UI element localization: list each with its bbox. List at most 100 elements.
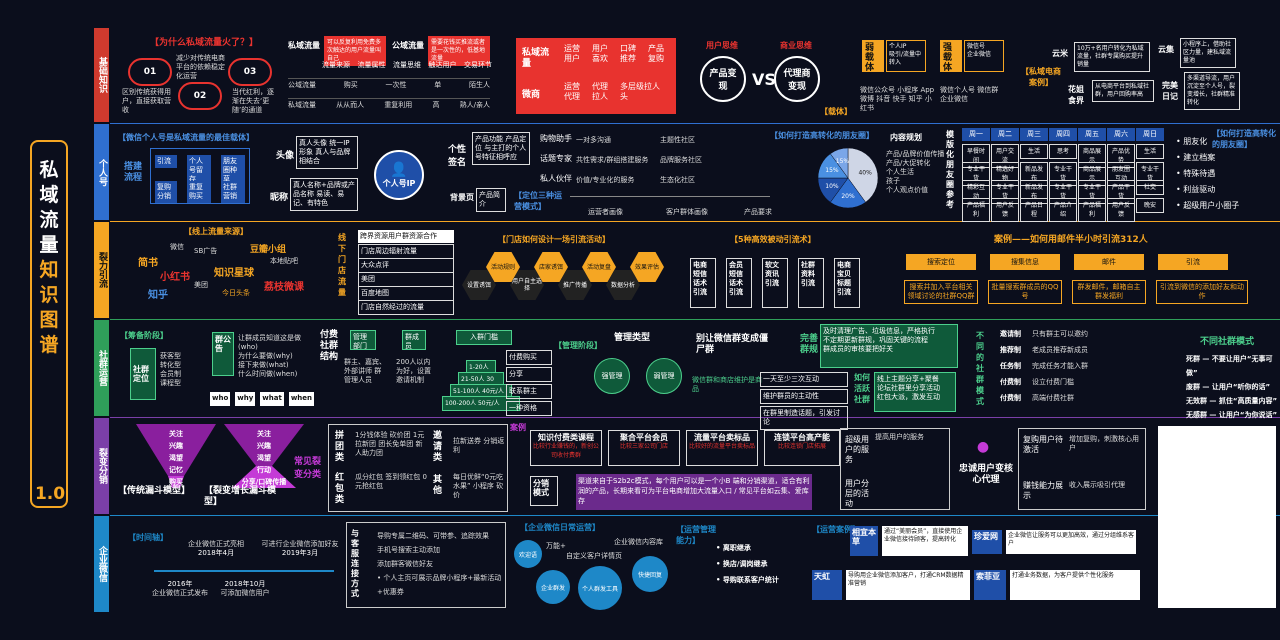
types-right-list: 死群 — 不要让用户“无事可做”废群 — 让用户“听你的话”无效群 — 抓住“高… xyxy=(1186,355,1278,419)
carrier-label: 【载体】 xyxy=(820,107,852,116)
loyal-label: 忠诚用户变核心代理 xyxy=(958,464,1013,485)
week-cell: 产品干货 xyxy=(1107,180,1135,204)
pie-slice xyxy=(847,147,879,203)
entry-label: 入群门槛 xyxy=(456,330,512,345)
funnel-traditional-labels: 关注兴趣渴望记忆购买 xyxy=(169,430,183,486)
avatar-label: 头像 xyxy=(276,151,295,161)
template-label: 模版化朋友圈参考 xyxy=(946,130,954,209)
mode-role: 产品要求 xyxy=(744,208,772,216)
hex-step: 推广传播 xyxy=(558,270,592,300)
mode-title: 【定位三种运营模式】 xyxy=(514,191,562,211)
s2-title: 【微信个人号是私域流量的最佳载体】 xyxy=(118,133,254,142)
cases-title: 【私域电商案例】 xyxy=(1021,67,1061,87)
hex-step: 数据分析 xyxy=(606,270,640,300)
manage-title: 【运营管理能力】 xyxy=(676,525,716,545)
compare-table: 流量来源流量属性流量思维触达用户交易环节 公域流量购买一次性单陌生人 私域流量从… xyxy=(288,61,492,109)
ways-title: 【5种高效被动引流术】 xyxy=(730,235,816,244)
week-header: 周一 xyxy=(962,128,990,141)
week-cell: 产品福利 xyxy=(1078,198,1106,222)
funnel-growth-label: 【裂变增长漏斗模型】 xyxy=(204,486,277,507)
mgmt-type: 管理类型 xyxy=(614,333,651,343)
case-desc: 批量搜索群成员的QQ号 xyxy=(988,280,1062,304)
daily-circle: 企业群发 xyxy=(536,570,570,604)
pie-label: 15% xyxy=(836,158,850,165)
case-desc: 搜索并加入平台相关领域讨论的社群QQ群 xyxy=(904,280,978,304)
case-desc: 引流到微信的添加好友和动作 xyxy=(1156,280,1248,304)
case-name: 云集 xyxy=(1158,45,1174,54)
ways-list: 电商短信话术引流 会员短信话术引流 软文资讯引流 社群资料引流 电商宝贝标题引流 xyxy=(690,258,866,312)
daily-title: 【企业微信日常运营】 xyxy=(520,523,600,532)
flow-label: 搭建流程 xyxy=(124,162,143,183)
week-cell: 生活 xyxy=(1136,144,1164,159)
case-title: 案例——如何用邮件半小时引流312人 xyxy=(994,235,1148,245)
case-desc: 多渠道导流，用户沉淀至个人号，裂变增长，社群精准转化 xyxy=(1184,72,1240,110)
funnel-growth-labels: 关注兴趣渴望行动分享/口碑传播 xyxy=(241,430,287,486)
num-badge: 03 xyxy=(228,58,272,86)
s6-case-name: 相宜本草 xyxy=(850,526,878,556)
s6-case-desc: 通过“美丽会员”，直接使用企业微信接待顾客，提高转化 xyxy=(882,526,968,556)
week-cell: 商品展示 xyxy=(1078,144,1106,168)
week-header: 周二 xyxy=(991,128,1019,141)
step-list: 一天至少三次互动 维护群员的主动性 在群里制造话题，引发讨论 xyxy=(760,372,848,430)
section-label: 裂力引流 xyxy=(94,222,109,318)
avatar-items: 真人头像 统一IP形象 真人与品牌相结合 xyxy=(296,136,358,169)
week-cell: 生活 xyxy=(1020,144,1048,159)
week-cell: 社交 xyxy=(1136,180,1164,195)
user-icon: ● xyxy=(976,439,990,455)
offline-list: 跨界资源用户群资源合作 门店周边辐射流量 大众点评 美团 百度地图 门店自然经过… xyxy=(358,230,454,315)
pub-label: 群公告 xyxy=(212,332,234,376)
daily-item: 自定义客户详情页 xyxy=(566,552,622,560)
case-name: 花姐食界 xyxy=(1068,85,1084,105)
case-step: 邮件 xyxy=(1074,254,1144,270)
week-cell: 产品优势 xyxy=(1107,144,1135,168)
daily-item: 企业微信内容库 xyxy=(614,538,663,546)
funnel-traditional-label: 【传统漏斗模型】 xyxy=(118,486,191,496)
mgr-label: 管理部门 xyxy=(350,330,376,350)
role-desc: 共性需求/群组搭建服务 xyxy=(576,156,649,164)
title-char: 量 xyxy=(39,234,59,256)
right-list: • 朋友化 • 建立档案 • 特殊待遇 • 利益驱动 • 超级用户小圈子 xyxy=(1176,137,1240,210)
pie-slice xyxy=(830,147,849,179)
role-note: 品牌服务社区 xyxy=(660,156,702,164)
week-cell: 新品发布 xyxy=(1020,180,1048,204)
strong-label: 强载体 xyxy=(940,40,962,73)
case-step: 引流 xyxy=(1158,254,1228,270)
case-step: 搜索定位 xyxy=(906,254,976,270)
mem-items: 200人以内为好，设置邀请机制 xyxy=(396,358,431,384)
split-box: 拼团类 1分钱体验 砍价团 1元拉新团 团长免单团 新人助力团 红包类 瓜分红包… xyxy=(328,424,508,512)
s6-case-name: 珍爱网 xyxy=(972,530,1002,554)
week-cell: 专业干货 xyxy=(1049,162,1077,186)
title-box: 私 域 流 量 知 识 图 谱 xyxy=(30,140,68,508)
num-badge: 02 xyxy=(178,82,222,110)
types-list: 邀请制只有群主可以邀约 推荐制老成员推荐新成员 任务制完成任务才能入群 付费制设… xyxy=(1000,330,1088,402)
pie-slice xyxy=(830,177,866,209)
types-right-title: 不同社群模式 xyxy=(1200,337,1255,347)
activate-items: 线上主题分享+聚餐论坛社群里分享活动红包大派，激发互动 xyxy=(874,372,956,412)
s6-case-desc: 打通业务数据，为客户提供个性化服务 xyxy=(1010,570,1140,600)
s6-case-name: 索菲亚 xyxy=(974,570,1006,600)
daily-circle: 欢迎语 xyxy=(514,540,542,568)
daily-circle: 个人群发工具 xyxy=(578,566,622,610)
title-char: 流 xyxy=(39,209,59,231)
prep-items: 获客型 转化型 会员制 课程型 xyxy=(160,352,181,387)
loyal-left: 超级用户的服务 提高用户的服务 用户分层的活动 xyxy=(840,428,950,510)
section-label: 基础知识 xyxy=(94,28,109,122)
s6-case-title: 【运营案例】 xyxy=(812,525,860,534)
blank-panel xyxy=(1158,426,1276,608)
online-title: 【线上流量来源】 xyxy=(184,227,248,236)
case-label: 案例 xyxy=(510,423,526,432)
store-title: 【门店如何设计一场引流活动】 xyxy=(498,235,610,244)
week-cell: 朋友圈互动 xyxy=(1107,162,1135,186)
agent-circle: 代理商变现 xyxy=(774,56,820,102)
week-cell: 专业干货 xyxy=(1049,180,1077,204)
week-cell: 专业干货 xyxy=(1136,162,1164,186)
num-badge: 01 xyxy=(128,58,172,86)
mgmt-circle: 强管理 xyxy=(594,358,630,394)
title-char: 谱 xyxy=(39,334,59,356)
role: 私人伙伴 xyxy=(540,174,572,183)
week-cell: 商品展示 xyxy=(1078,162,1106,186)
manage-list: • 离职继承 • 换店/调岗继承 • 导购联系客户统计 xyxy=(716,544,779,584)
entry-items: 付费购买 分享 联系群主 一种资格 xyxy=(506,350,552,416)
week-cell: 晚安 xyxy=(1136,198,1164,213)
